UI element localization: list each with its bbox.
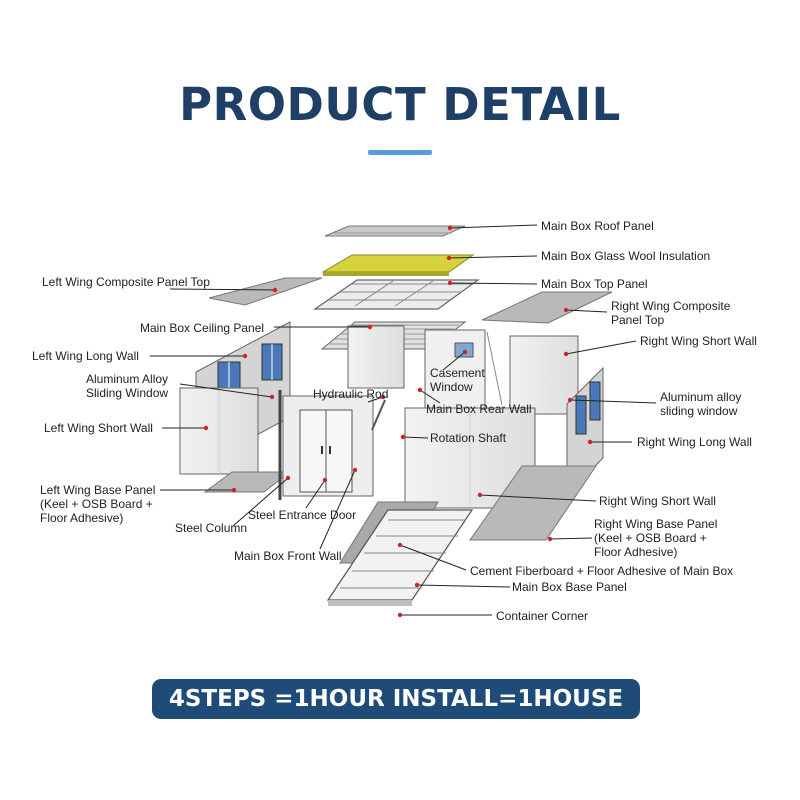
- label-steel-entrance-door: Steel Entrance Door: [248, 508, 357, 522]
- label-main-box-roof-panel: Main Box Roof Panel: [541, 219, 654, 233]
- label-left-wing-base-panel-line2: (Keel + OSB Board +: [40, 497, 153, 511]
- label-aluminum-alloy-left-line2: Sliding Window: [86, 386, 169, 400]
- label-aluminum-alloy-left-line1: Aluminum Alloy: [86, 372, 169, 386]
- label-right-wing-composite-top-line1: Right Wing Composite: [611, 299, 731, 313]
- left-wing-short-wall: [179, 387, 259, 475]
- label-right-wing-base-panel-line1: Right Wing Base Panel: [594, 517, 718, 531]
- label-aluminum-alloy-right-line1: Aluminum alloy: [660, 390, 742, 404]
- label-rotation-shaft: Rotation Shaft: [430, 431, 507, 445]
- label-main-box-rear-wall: Main Box Rear Wall: [426, 402, 532, 416]
- label-hydraulic-rod: Hydraulic Rod: [313, 387, 389, 401]
- label-left-wing-short-wall: Left Wing Short Wall: [44, 421, 153, 435]
- main-box-base-panel: [326, 509, 474, 606]
- label-casement-window-line1: Casement: [430, 366, 485, 380]
- label-right-wing-long-wall: Right Wing Long Wall: [637, 435, 752, 449]
- install-banner: 4STEPS =1HOUR INSTALL=1HOUSE: [152, 679, 640, 719]
- main-box-top-panel: [313, 279, 480, 310]
- label-right-wing-base-panel-line3: Floor Adhesive): [594, 545, 678, 559]
- label-left-wing-base-panel-line1: Left Wing Base Panel: [40, 483, 156, 497]
- label-left-wing-long-wall: Left Wing Long Wall: [32, 349, 139, 363]
- label-right-wing-short-wall-top: Right Wing Short Wall: [640, 334, 757, 348]
- right-wing-short-wall-top: [509, 335, 579, 415]
- label-main-box-front-wall: Main Box Front Wall: [234, 549, 342, 563]
- main-box-rear-wall: [347, 325, 503, 411]
- right-wing-composite-panel-top: [481, 291, 613, 324]
- label-right-wing-short-wall: Right Wing Short Wall: [599, 494, 716, 508]
- label-aluminum-alloy-right-line2: sliding window: [660, 404, 738, 418]
- label-glass-wool-insulation: Main Box Glass Wool Insulation: [541, 249, 711, 263]
- label-main-box-ceiling-panel: Main Box Ceiling Panel: [140, 321, 265, 335]
- label-main-box-base-panel: Main Box Base Panel: [512, 580, 627, 594]
- left-wing-composite-panel-top: [208, 277, 323, 306]
- left-wing-base-panel: [203, 471, 292, 493]
- main-box-glass-wool-insulation: [321, 254, 475, 276]
- marker-dots: [203, 225, 593, 618]
- main-box-front-wall: [278, 390, 386, 500]
- label-right-wing-composite-top-line2: Panel Top: [611, 313, 665, 327]
- label-left-wing-composite-top: Left Wing Composite Panel Top: [42, 275, 210, 289]
- label-main-box-top-panel: Main Box Top Panel: [541, 277, 648, 291]
- label-cement-fiberboard: Cement Fiberboard + Floor Adhesive of Ma…: [470, 564, 734, 578]
- label-left-wing-base-panel-line3: Floor Adhesive): [40, 511, 124, 525]
- main-box-roof-panel: [324, 225, 466, 237]
- page-title: PRODUCT DETAIL: [179, 78, 621, 131]
- label-right-wing-base-panel-line2: (Keel + OSB Board +: [594, 531, 707, 545]
- label-container-corner: Container Corner: [496, 609, 589, 623]
- title-underline: [368, 150, 432, 155]
- label-steel-column: Steel Column: [175, 521, 248, 535]
- label-casement-window-line2: Window: [430, 380, 473, 394]
- right-wing-base-panel: [469, 465, 597, 541]
- leader-lines: [150, 224, 657, 616]
